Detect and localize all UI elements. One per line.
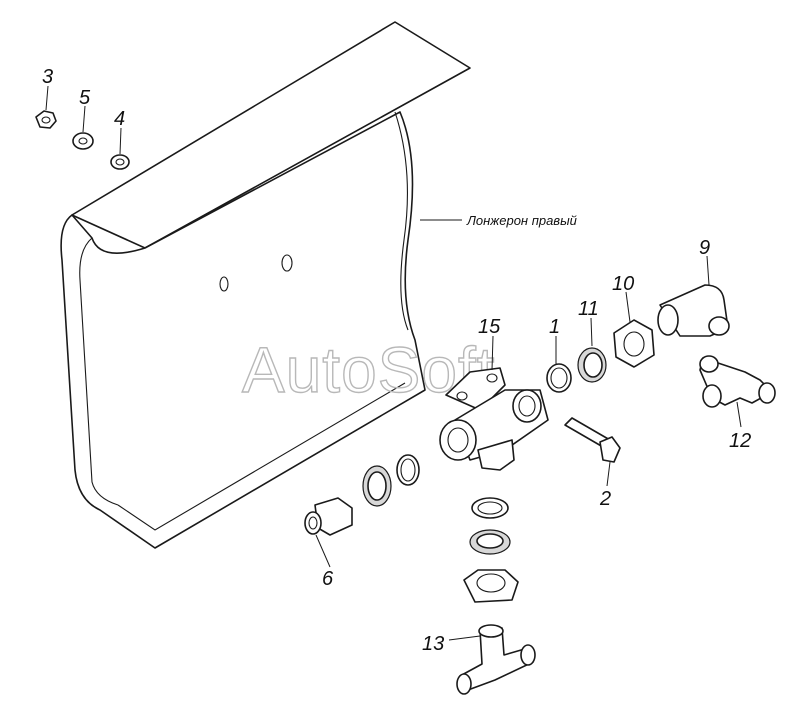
part-13-tee-fitting [456, 624, 536, 695]
ring-left-1 [362, 465, 392, 507]
nut-bottom [463, 569, 519, 603]
part-num-5: 5 [79, 87, 91, 109]
part-num-13: 13 [422, 633, 444, 655]
part-11-seal-ring [577, 347, 607, 383]
part-num-2: 2 [599, 488, 611, 510]
part-5-washer [72, 132, 94, 150]
part-num-6: 6 [322, 568, 334, 590]
part-num-12: 12 [729, 430, 751, 452]
part-12-tee-fitting [699, 355, 776, 408]
part-num-11: 11 [578, 298, 599, 320]
ring-left-2 [396, 454, 420, 486]
part-9-elbow-fitting [657, 284, 730, 337]
part-15-valve-body [439, 367, 549, 471]
frame-side-member [60, 21, 471, 549]
part-6-union [304, 497, 353, 536]
part-10-nut [613, 319, 655, 368]
part-num-10: 10 [612, 273, 634, 295]
ring-bottom-2 [469, 529, 511, 555]
ring-bottom-1 [471, 497, 509, 519]
part-2-bolt [564, 417, 621, 463]
leader-lines [45, 85, 742, 641]
part-num-1: 1 [549, 316, 560, 338]
part-3-nut [35, 110, 57, 129]
part-num-9: 9 [699, 237, 710, 259]
part-numbers: 3 5 4 15 1 11 10 9 12 2 6 13 [42, 66, 751, 655]
part-num-3: 3 [42, 66, 53, 88]
part-num-4: 4 [114, 108, 125, 130]
callout-side-member-label: Лонжерон правый [466, 213, 577, 228]
part-1-gasket [546, 363, 572, 393]
part-4-spring-washer [110, 154, 130, 170]
part-num-15: 15 [478, 316, 501, 338]
